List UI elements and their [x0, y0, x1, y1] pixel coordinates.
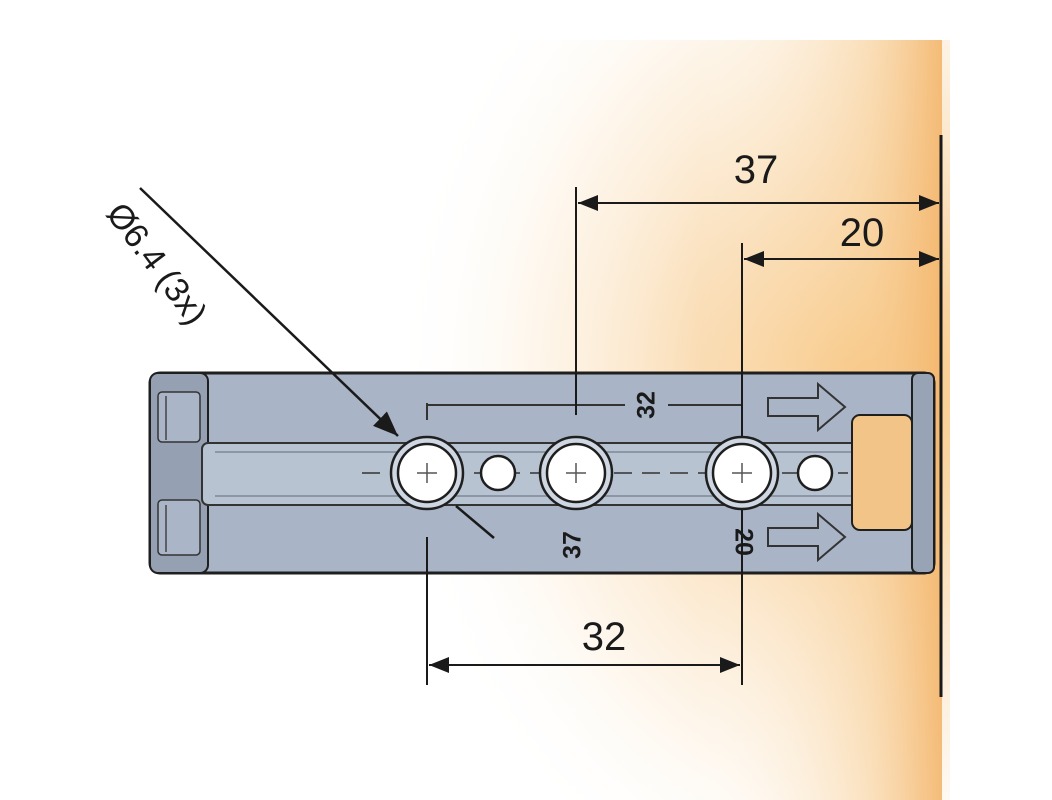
arrow-right-icon [767, 511, 847, 563]
small-hole-1 [479, 454, 517, 492]
plate-marking-20: 20 [729, 528, 757, 556]
callout-leader-line [139, 187, 399, 437]
mounting-hole-3 [704, 435, 780, 511]
mounting-plate [148, 371, 936, 575]
callout-leader-tail [455, 505, 495, 539]
mounting-hole-1 [389, 435, 465, 511]
hole-diameter-callout: Ø6.4 (3x) [99, 196, 215, 332]
adhesive-pad [851, 414, 913, 531]
dimension-label-20: 20 [840, 211, 885, 255]
plate-marking-37: 37 [559, 531, 587, 559]
arrow-right-icon [767, 381, 847, 433]
small-hole-2 [796, 454, 834, 492]
dimension-label-37: 37 [734, 148, 779, 192]
plate-marking-32: 32 [633, 391, 661, 419]
mounting-hole-2 [538, 435, 614, 511]
dimension-label-32: 32 [582, 615, 627, 659]
